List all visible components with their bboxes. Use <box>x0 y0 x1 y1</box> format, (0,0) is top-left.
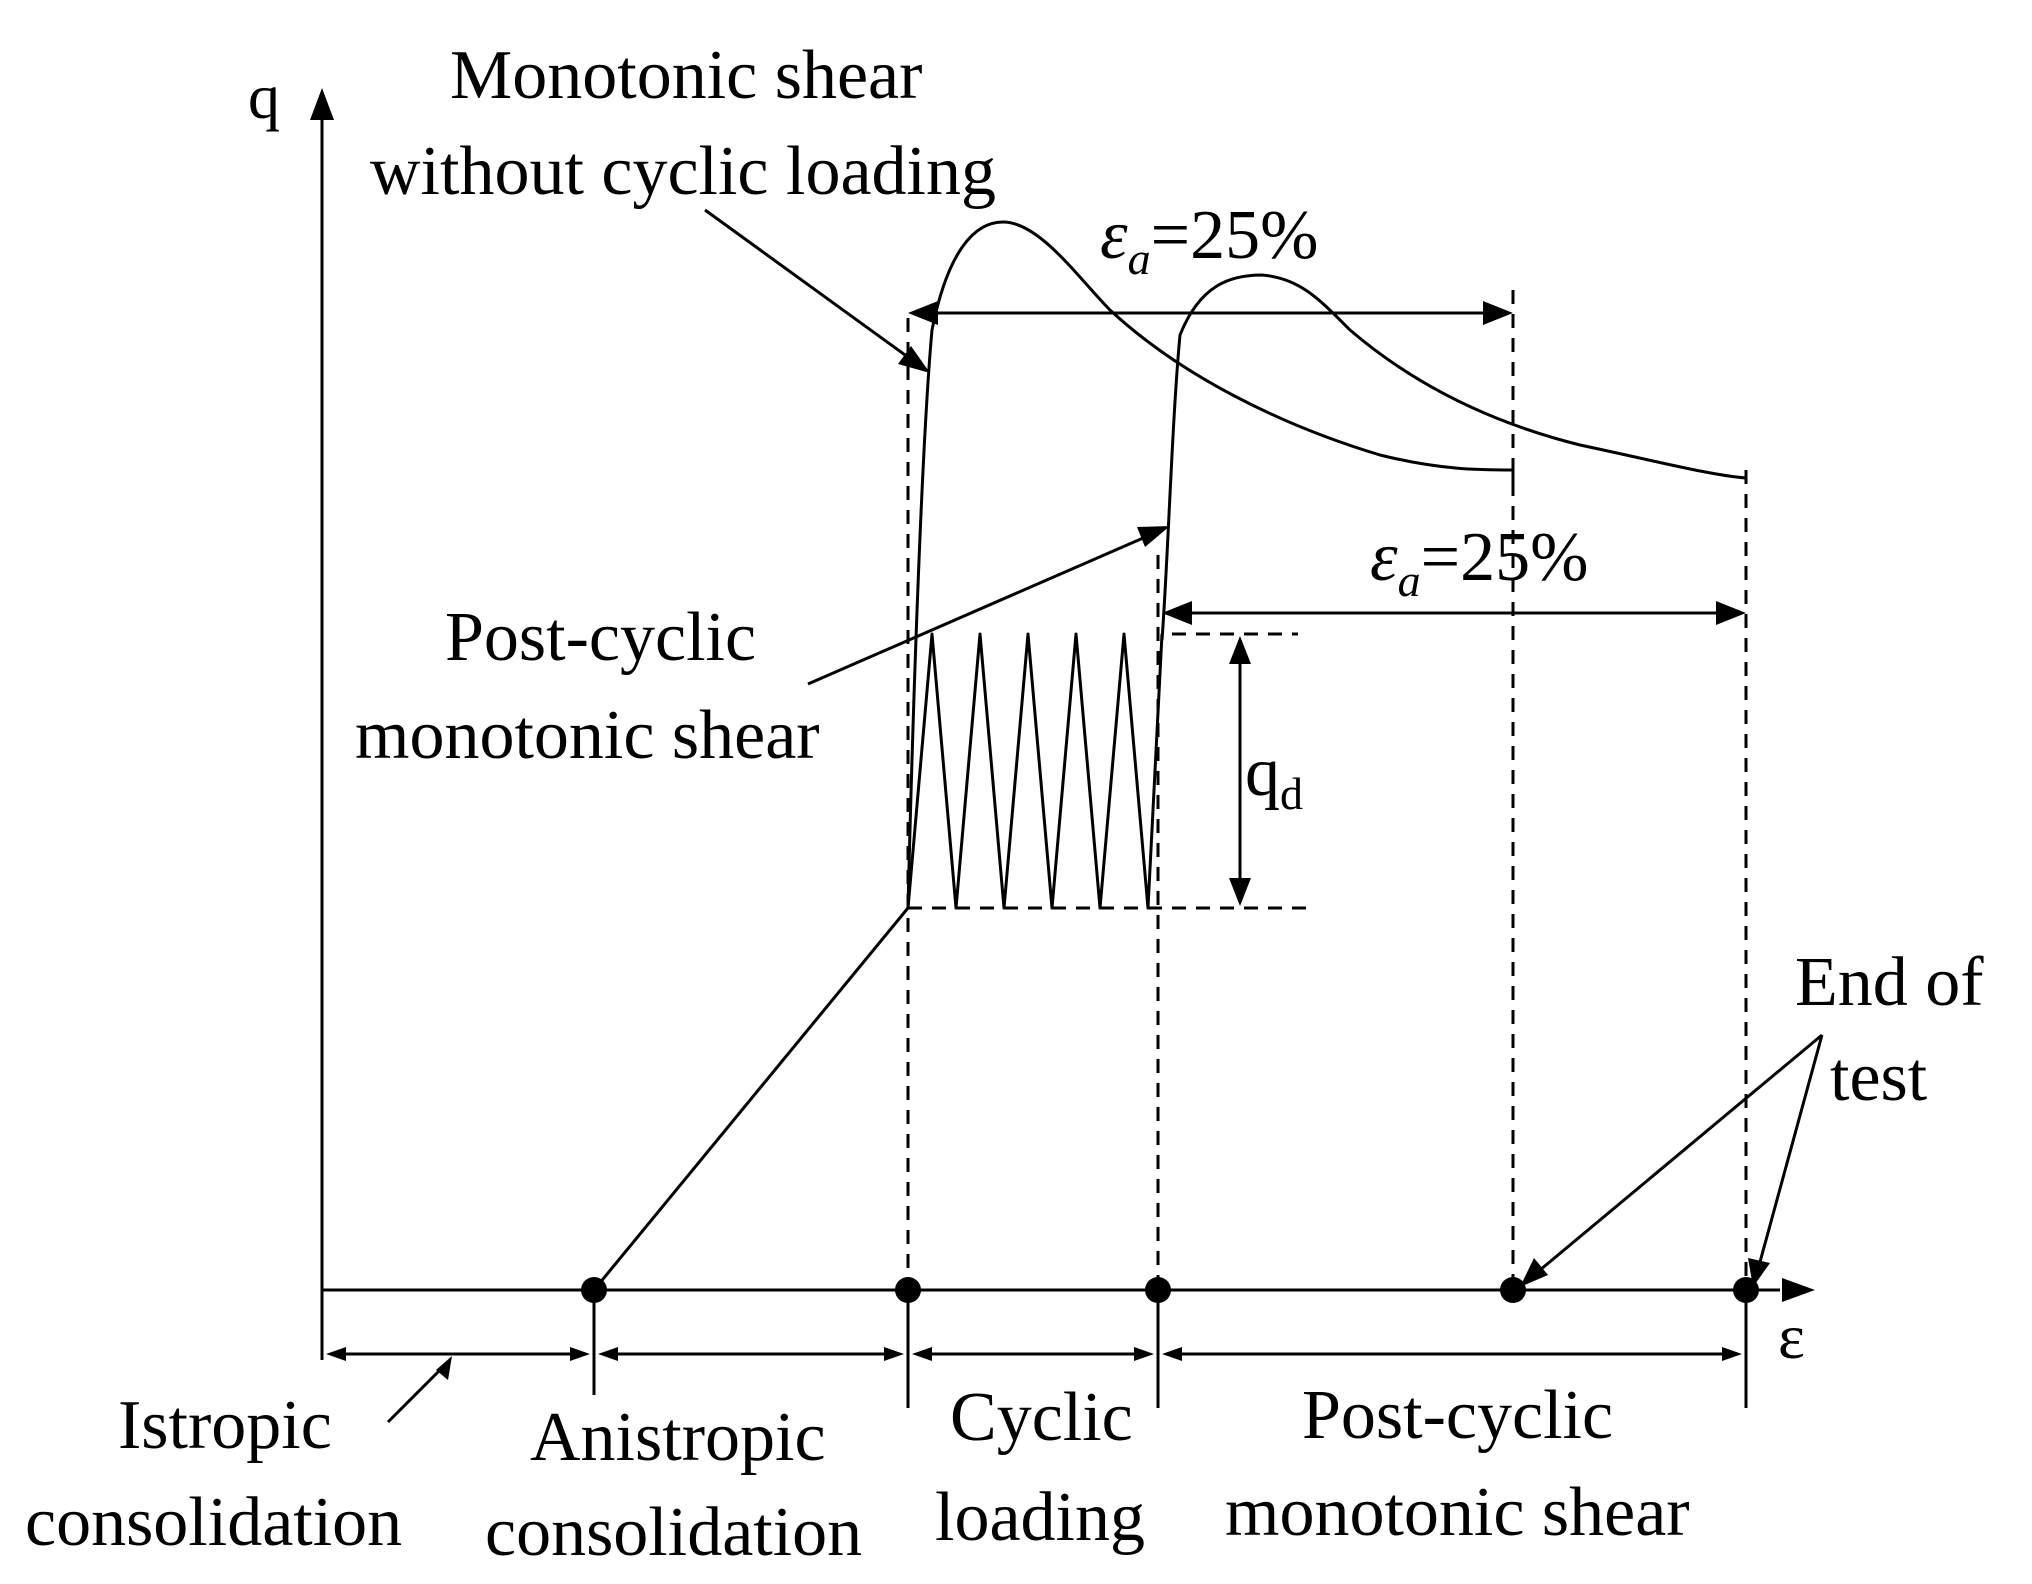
postcyclic-label-line1: Post-cyclic <box>445 599 756 676</box>
annotations: Monotonic shear without cyclic loading ε… <box>355 37 1984 1116</box>
leader-arrows <box>386 208 1824 1424</box>
strain-lower-symbol: ε <box>1370 519 1398 596</box>
qd-arrow-head-up <box>1229 636 1251 664</box>
dim-cyclic-head-left <box>912 1347 932 1361</box>
stage-cyclic-line2: loading <box>935 1479 1145 1556</box>
strain-upper-value: =25% <box>1151 197 1319 274</box>
point-cyclic-start <box>895 1277 921 1303</box>
stage-anistropic-line1: Anistropic <box>530 1399 826 1476</box>
strain-range-upper <box>908 301 1513 325</box>
cyclic-oscillation <box>906 632 1164 910</box>
x-axis-arrowhead <box>1782 1278 1815 1302</box>
axes: q ε <box>248 61 1815 1372</box>
leader-monotonic <box>704 208 913 362</box>
stage-anistropic-line2: consolidation <box>485 1494 862 1571</box>
strain-lower-sub: a <box>1398 555 1421 606</box>
stage-postcyclic-line1: Post-cyclic <box>1302 1377 1613 1454</box>
y-axis-label: q <box>248 61 280 132</box>
point-postcyclic-end <box>1733 1277 1759 1303</box>
qd-arrow <box>1229 636 1251 906</box>
dim-postcyclic-head-left <box>1162 1347 1182 1361</box>
strain-lower-label: εa=25% <box>1370 519 1588 606</box>
monotonic-label-line2: without cyclic loading <box>370 133 996 210</box>
qd-sub: d <box>1280 768 1303 819</box>
stage-istropic-line1: Istropic <box>118 1387 332 1464</box>
dim-anistropic-head-right <box>884 1347 904 1361</box>
postcyclic-curve <box>1160 273 1747 641</box>
anistropic-ramp <box>592 907 910 1291</box>
monotonic-curve <box>906 220 1515 909</box>
stage-cyclic-line1: Cyclic <box>950 1379 1133 1456</box>
strain-upper-symbol: ε <box>1100 197 1128 274</box>
point-monotonic-end <box>1500 1277 1526 1303</box>
postcyclic-label-line2: monotonic shear <box>355 697 820 774</box>
stage-dimension-arrows <box>326 1347 1742 1361</box>
monotonic-label-line1: Monotonic shear <box>450 37 922 114</box>
strain-lower-head-right <box>1716 601 1746 625</box>
stage-points <box>581 1277 1759 1303</box>
leader-istropic-head <box>436 1356 452 1380</box>
end-label-line1: End of <box>1795 944 1984 1021</box>
leader-postcyclic-head <box>1137 526 1170 547</box>
qd-arrow-head-down <box>1229 878 1251 906</box>
strain-lower-value: =25% <box>1421 519 1589 596</box>
dim-cyclic-head-right <box>1134 1347 1154 1361</box>
leader-postcyclic <box>807 533 1151 686</box>
y-axis-arrowhead <box>310 88 334 120</box>
strain-lower-head-left <box>1162 601 1192 625</box>
strain-upper-label: εa=25% <box>1100 197 1318 284</box>
strain-upper-head-right <box>1483 301 1513 325</box>
leader-end-1 <box>1539 1033 1823 1272</box>
dim-anistropic-head-left <box>598 1347 618 1361</box>
stage-ticks <box>592 1290 1748 1408</box>
leader-istropic <box>386 1366 444 1424</box>
dim-istropic-head-left <box>326 1347 346 1361</box>
leader-end-1-head <box>1520 1258 1548 1287</box>
x-axis-label: ε <box>1778 1301 1805 1372</box>
stage-labels: Istropic consolidation Anistropic consol… <box>25 1377 1690 1571</box>
end-label-line2: test <box>1830 1039 1928 1116</box>
stage-boundaries <box>906 290 1748 1290</box>
dim-postcyclic-head-right <box>1722 1347 1742 1361</box>
strain-upper-head-left <box>908 301 938 325</box>
leader-end-2 <box>1758 1034 1824 1263</box>
leader-monotonic-head <box>898 346 930 373</box>
strain-range-lower <box>1162 601 1746 625</box>
point-anistropic-start <box>581 1277 607 1303</box>
qd-label: qd <box>1245 734 1303 819</box>
qd-main: q <box>1245 734 1280 811</box>
stage-istropic-line2: consolidation <box>25 1484 402 1561</box>
point-postcyclic-start <box>1145 1277 1171 1303</box>
stage-postcyclic-line2: monotonic shear <box>1225 1474 1690 1551</box>
dim-istropic-head-right <box>570 1347 590 1361</box>
strain-upper-sub: a <box>1128 233 1151 284</box>
